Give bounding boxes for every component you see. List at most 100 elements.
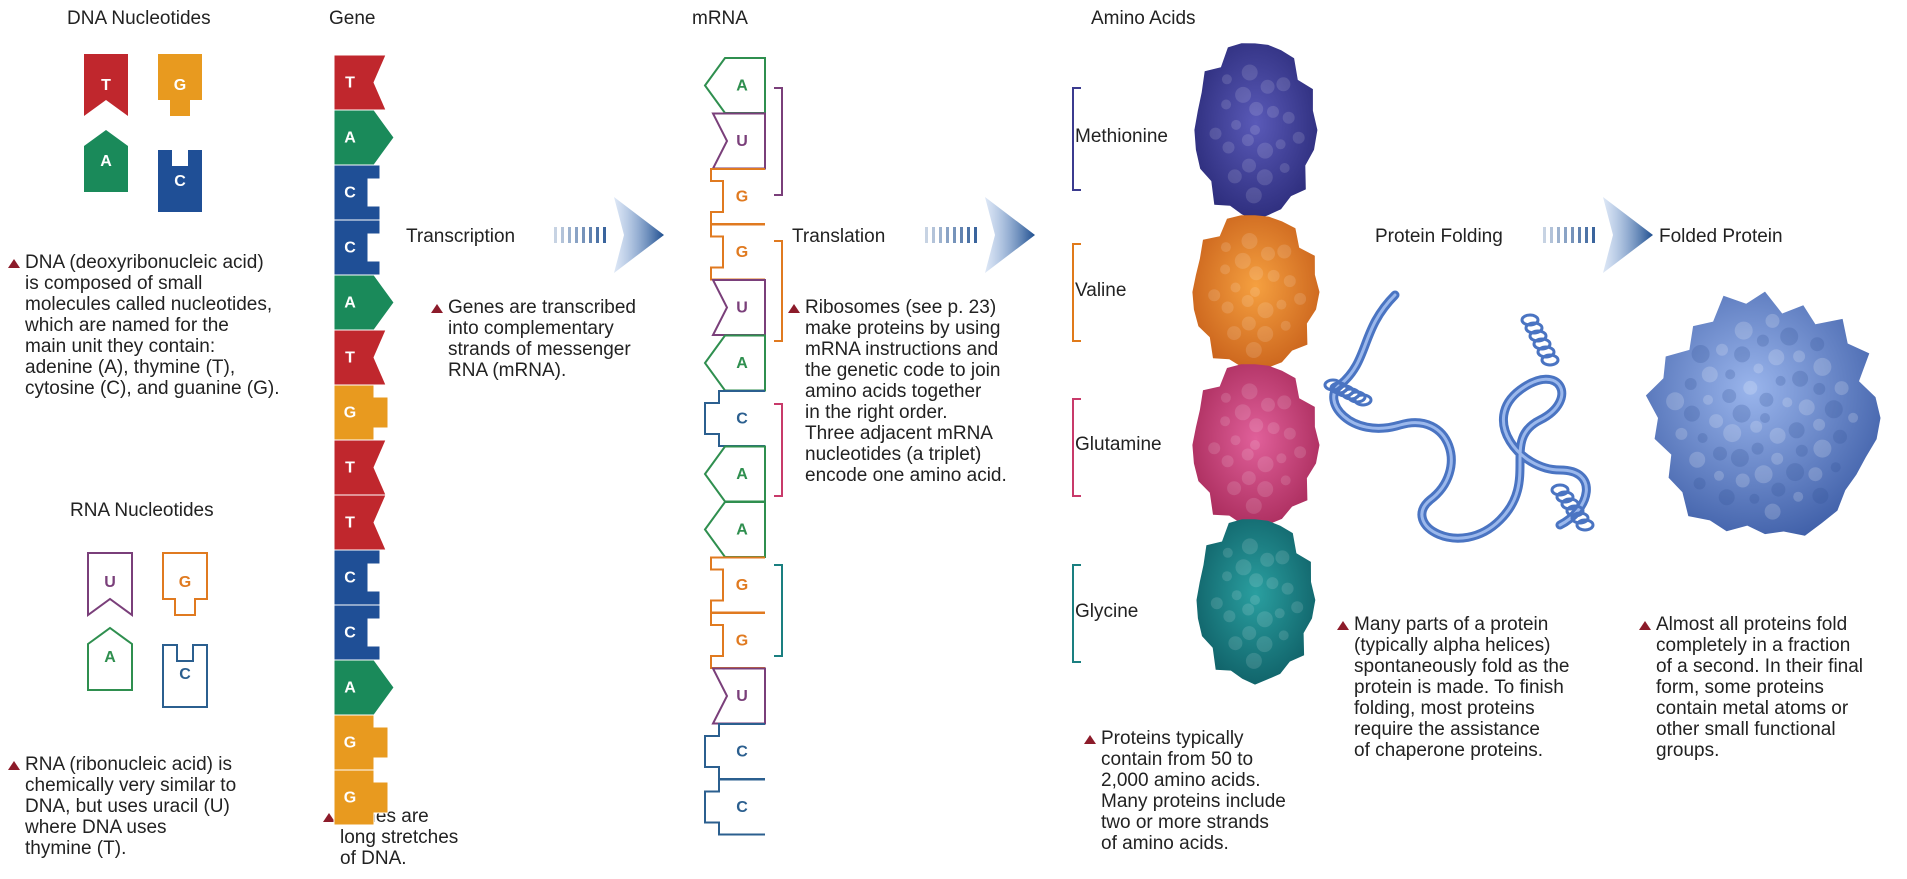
rna-nucleotide-letter: U (104, 574, 116, 591)
unfolded-protein-strand (1329, 290, 1591, 543)
gene-nucleotide: T (333, 54, 387, 111)
rna-nucleotide-letter: A (104, 649, 116, 666)
dna-nucleotide-A: A (84, 130, 128, 192)
gene-nucleotide-letter: T (345, 460, 355, 477)
gene-nucleotide: C (333, 604, 381, 661)
dna-description: DNA (deoxyribonucleic acid) is composed … (8, 252, 280, 399)
mrna-nucleotide-letter: U (736, 300, 748, 317)
rna-nucleotide-U: U (87, 552, 133, 617)
mrna-nucleotide: C (704, 778, 765, 836)
mrna-nucleotide-letter: A (736, 466, 748, 483)
folded-description: Almost all proteins fold completely in a… (1638, 614, 1864, 761)
mrna-nucleotide-letter: A (736, 522, 748, 539)
dna-nucleotides-title: DNA Nucleotides (67, 8, 211, 29)
transcription-description: Genes are transcribed into complementary… (431, 297, 636, 381)
gene-nucleotide: T (333, 329, 387, 386)
gene-nucleotide-letter: T (345, 515, 355, 532)
gene-nucleotide-letter: T (345, 75, 355, 92)
alpha-helix-coil (1520, 313, 1560, 367)
amino-label-methionine: Methionine (1075, 126, 1168, 147)
gene-nucleotide-letter: C (344, 185, 356, 202)
gene-nucleotide: C (333, 219, 381, 276)
gene-nucleotide: C (333, 164, 381, 221)
mrna-nucleotide-letter: G (736, 244, 748, 261)
gene-nucleotide-letter: A (344, 130, 356, 147)
amino-acid-glycine (1196, 519, 1316, 685)
translation-description: Ribosomes (see p. 23) make proteins by u… (788, 297, 1007, 486)
mrna-nucleotide: A (703, 501, 766, 558)
gene-nucleotide-letter: C (344, 240, 356, 257)
rna-nucleotides-title: RNA Nucleotides (70, 500, 214, 521)
amino-acids-description: Proteins typically contain from 50 to 2,… (1084, 728, 1286, 854)
codon-bracket-ggu (774, 564, 783, 657)
dna-nucleotide-letter: G (174, 77, 186, 94)
mrna-nucleotide: U (711, 279, 766, 336)
amino-label-glycine: Glycine (1075, 601, 1139, 622)
gene-nucleotide: A (333, 659, 395, 716)
gene-nucleotide-letter: T (345, 350, 355, 367)
amino-label-glutamine: Glutamine (1075, 434, 1162, 455)
gene-nucleotide: A (333, 274, 395, 331)
gene-nucleotide-letter: A (344, 680, 356, 697)
mrna-nucleotide: U (711, 112, 766, 170)
mrna-nucleotide-letter: U (736, 688, 748, 705)
gene-nucleotide: G (333, 384, 389, 441)
gene-nucleotide-letter: G (344, 735, 356, 752)
dna-nucleotide-letter: T (101, 77, 111, 94)
amino-bracket-methionine (1072, 87, 1081, 191)
gene-nucleotide-letter: G (344, 790, 356, 807)
dna-nucleotide-letter: C (174, 173, 186, 190)
alpha-helix-coil (1550, 483, 1595, 532)
mrna-nucleotide-letter: C (736, 744, 748, 761)
gene-nucleotide: T (333, 494, 387, 551)
rna-nucleotide-G: G (162, 552, 208, 616)
rna-nucleotide-letter: G (179, 574, 191, 591)
alpha-helix-coil (1323, 378, 1373, 407)
protein-folding-label: Protein Folding (1375, 226, 1503, 247)
translation-arrow-icon (925, 197, 1035, 273)
transcription-label: Transcription (406, 226, 516, 247)
gene-nucleotide: T (333, 439, 387, 496)
rna-description: RNA (ribonucleic acid) is chemically ver… (7, 754, 237, 859)
mrna-nucleotide: A (703, 445, 766, 503)
amino-acid-glutamine (1192, 364, 1320, 530)
translation-label: Translation (792, 226, 886, 247)
mrna-nucleotide: G (710, 612, 765, 669)
gene-nucleotide-letter: C (344, 570, 356, 587)
gene-nucleotide: G (333, 714, 389, 771)
gene-title: Gene (329, 8, 376, 29)
mrna-nucleotide: G (710, 223, 765, 281)
mrna-nucleotide-letter: A (736, 78, 748, 95)
dna-nucleotide-letter: A (100, 153, 112, 170)
amino-acid-valine (1192, 215, 1320, 373)
mrna-nucleotide: C (704, 723, 765, 780)
folding-description: Many parts of a protein (typically alpha… (1337, 614, 1570, 761)
mrna-nucleotide: C (704, 390, 765, 447)
mrna-nucleotide-letter: C (736, 799, 748, 816)
mrna-nucleotide-letter: U (736, 133, 748, 150)
folded-protein-title: Folded Protein (1659, 226, 1783, 247)
amino-acids-title: Amino Acids (1091, 8, 1196, 29)
mrna-nucleotide: A (703, 57, 766, 114)
amino-bracket-glycine (1072, 564, 1081, 663)
transcription-arrow-icon (554, 197, 664, 273)
mrna-nucleotide-letter: G (736, 189, 748, 206)
mrna-nucleotide-letter: G (736, 577, 748, 594)
folded-protein (1645, 291, 1881, 536)
gene-nucleotide: G (333, 769, 389, 826)
mrna-nucleotide: U (711, 667, 766, 725)
rna-nucleotide-C: C (162, 644, 208, 708)
dna-nucleotide-T: T (84, 54, 128, 116)
mrna-nucleotide-letter: G (736, 633, 748, 650)
mrna-nucleotide: G (710, 168, 765, 225)
dna-nucleotide-C: C (158, 150, 202, 212)
gene-nucleotide-letter: A (344, 295, 356, 312)
mrna-nucleotide: G (710, 556, 765, 614)
mrna-nucleotide-letter: A (736, 355, 748, 372)
mrna-title: mRNA (692, 8, 748, 29)
gene-nucleotide: C (333, 549, 381, 606)
rna-nucleotide-A: A (87, 626, 133, 691)
protein-folding-arrow-icon (1543, 197, 1653, 273)
mrna-nucleotide-letter: C (736, 411, 748, 428)
